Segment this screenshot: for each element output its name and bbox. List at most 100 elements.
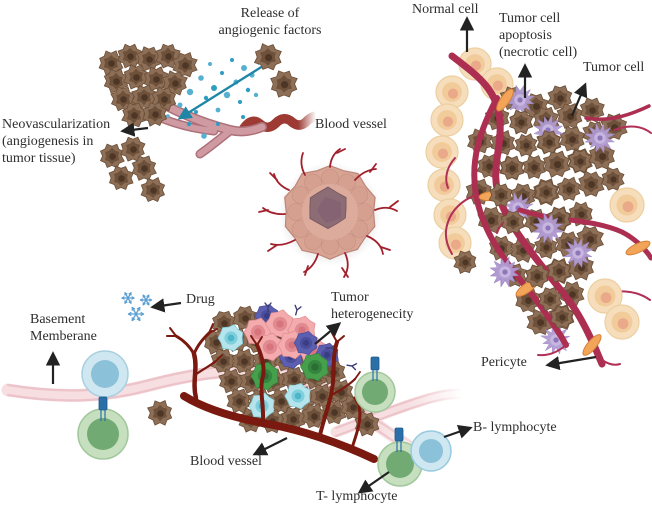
pericyte-cell bbox=[582, 334, 602, 356]
blood-vessel bbox=[208, 328, 218, 334]
blood-vessel bbox=[318, 340, 339, 437]
normal-cell bbox=[430, 103, 464, 137]
blood-vessel bbox=[193, 359, 218, 377]
blood-vessel bbox=[174, 334, 196, 356]
tumor-cell bbox=[172, 52, 198, 78]
blood-vessel bbox=[331, 332, 338, 343]
tumor-mass-scene bbox=[425, 47, 652, 368]
heterogeneity-cell-green bbox=[300, 353, 329, 382]
angiogenic-factor-dot bbox=[241, 115, 245, 119]
sprouting-vessel bbox=[273, 173, 290, 191]
tumor-cell bbox=[121, 102, 147, 128]
antibody-icon bbox=[346, 363, 358, 371]
receptor-icon bbox=[394, 427, 404, 452]
angiogenic-factor-dot bbox=[245, 87, 251, 93]
blood-vessel bbox=[584, 104, 651, 121]
necrotic-cell bbox=[533, 211, 564, 245]
blood-vessel bbox=[328, 377, 357, 398]
label-normal-cell: Normal cell bbox=[412, 2, 479, 17]
drug-molecule-icon bbox=[127, 306, 145, 322]
tumor-cell bbox=[231, 348, 257, 374]
label-basement-membrane: Basement Memberane bbox=[30, 312, 97, 345]
sprouting-vessel bbox=[336, 148, 346, 154]
tumor-cell bbox=[550, 305, 575, 329]
tumor-cell bbox=[547, 259, 571, 283]
tumor-cell bbox=[601, 166, 625, 191]
blood-vessel bbox=[208, 323, 214, 334]
antibody-icon bbox=[264, 302, 272, 313]
sprouting-vessel bbox=[300, 152, 306, 176]
label-t-lymphocyte: T- lymphocyte bbox=[316, 489, 398, 504]
blood-vessel bbox=[255, 343, 266, 425]
tumor-cell bbox=[117, 43, 143, 69]
tumor-cell bbox=[488, 182, 513, 207]
blood-vessel bbox=[471, 95, 569, 348]
blood-vessel bbox=[350, 404, 362, 450]
tumor-cell bbox=[131, 155, 157, 181]
tumor-cell bbox=[579, 97, 605, 123]
b-lymphocyte-cell bbox=[81, 350, 129, 398]
microenvironment-scene bbox=[1, 302, 470, 487]
tumor-cell bbox=[578, 170, 605, 197]
tumor-cell bbox=[588, 142, 615, 170]
normal-cell bbox=[425, 135, 459, 169]
angiogenic-factor-dot bbox=[201, 133, 207, 139]
label-b-lymphocyte: B- lymphocyte bbox=[473, 420, 557, 435]
tumor-cell bbox=[568, 149, 592, 173]
angiogenic-factor-dot bbox=[198, 75, 204, 81]
tumor-cell bbox=[453, 250, 477, 274]
tumor-spheroid bbox=[258, 148, 399, 278]
tumor-cell bbox=[218, 368, 244, 394]
label-release-factors: Release of angiogenic factors bbox=[218, 6, 322, 39]
tumor-cell bbox=[108, 165, 134, 191]
receptor-icon bbox=[98, 396, 108, 421]
angiogenic-factor-dot bbox=[186, 121, 192, 127]
drug-molecule-icon bbox=[139, 294, 153, 306]
t-lymphocyte-cell bbox=[354, 371, 396, 413]
angiogenic-factor-dot bbox=[186, 88, 194, 96]
angiogenic-factor-dot bbox=[230, 58, 234, 62]
tumor-cell bbox=[524, 264, 550, 289]
angiogenic-factor-dot bbox=[215, 107, 221, 113]
sprouting-vessel bbox=[354, 168, 377, 181]
annotation-arrows bbox=[45, 16, 597, 494]
angiogenic-factor-dot bbox=[166, 114, 170, 118]
angiogenic-factor-dot bbox=[220, 71, 224, 75]
receptor-icon bbox=[370, 356, 380, 381]
tumor-cell bbox=[147, 400, 173, 426]
b-lymphocyte-cell bbox=[410, 430, 452, 472]
blood-vessel bbox=[192, 331, 211, 356]
blood-vessel bbox=[354, 371, 361, 380]
blood-vessel bbox=[537, 344, 567, 357]
sprouting-vessel bbox=[389, 200, 399, 208]
blood-vessel bbox=[447, 194, 477, 223]
label-drug: Drug bbox=[186, 292, 215, 307]
label-pericyte: Pericyte bbox=[481, 355, 527, 370]
blood-vessel bbox=[601, 359, 621, 366]
angiogenic-factor-dot bbox=[194, 110, 198, 114]
normal-cell bbox=[609, 187, 645, 223]
sprouting-vessel bbox=[341, 267, 349, 278]
tumor-cell bbox=[270, 70, 298, 98]
label-blood-vessel-bottom: Blood vessel bbox=[190, 454, 262, 469]
angiogenic-factor-dot bbox=[241, 65, 247, 71]
necrotic-cell bbox=[562, 237, 594, 269]
label-neovascularization: Neovascularization (angiogenesis in tumo… bbox=[2, 117, 111, 167]
tumor-cell bbox=[522, 155, 546, 180]
drug-molecule-icon bbox=[121, 292, 135, 304]
blood-vessel bbox=[444, 221, 453, 255]
tumor-cell bbox=[556, 176, 581, 201]
tumor-cell bbox=[142, 101, 168, 127]
angiogenic-factor-dot bbox=[253, 92, 259, 98]
necrotic-cell bbox=[583, 122, 616, 154]
label-blood-vessel-top: Blood vessel bbox=[315, 117, 387, 132]
angiogenic-factor-dot bbox=[238, 100, 242, 104]
label-tumor-cell: Tumor cell bbox=[583, 60, 645, 75]
angiogenic-factor-dot bbox=[211, 85, 217, 91]
sprouting-vessel bbox=[380, 246, 391, 251]
blood-vessel bbox=[180, 392, 378, 463]
tumor-cell bbox=[499, 155, 525, 180]
label-tumor-apoptosis: Tumor cell apoptosis (necrotic cell) bbox=[499, 11, 578, 61]
normal-cell bbox=[427, 168, 461, 202]
